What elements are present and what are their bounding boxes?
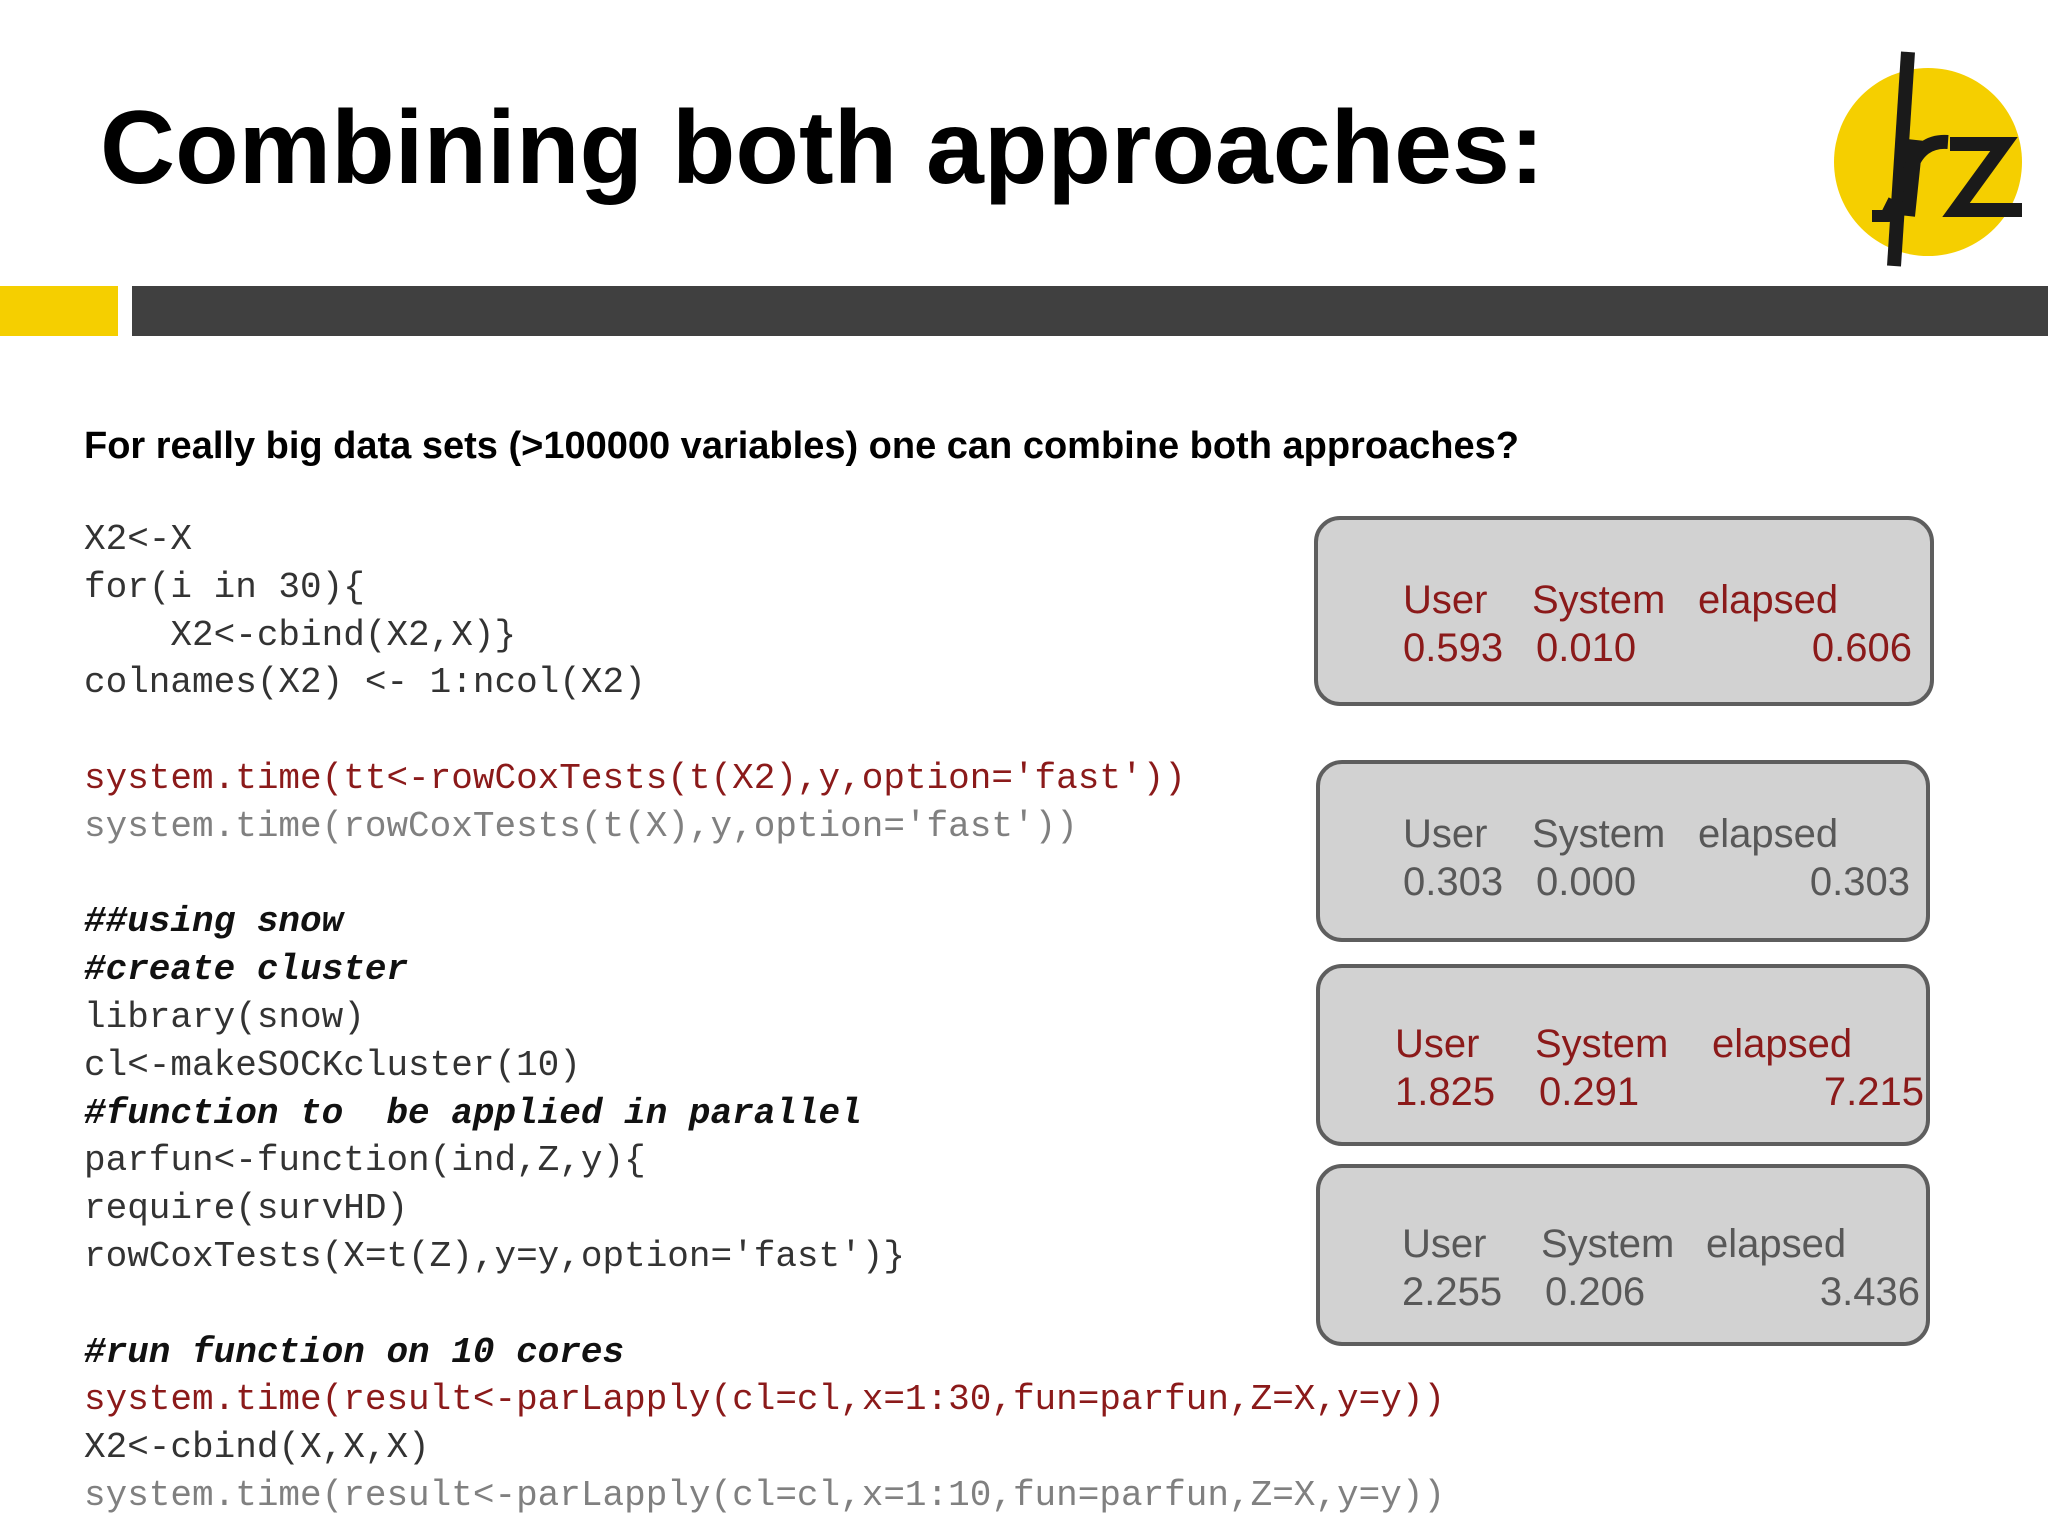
code-line: system.time(rowCoxTests(t(X),y,option='f… xyxy=(84,805,1078,847)
elapsed-header: elapsed xyxy=(1698,578,1839,622)
user-value: 0.593 xyxy=(1403,626,1504,670)
code-line: colnames(X2) <- 1:ncol(X2) xyxy=(84,662,646,704)
code-comment-line: #run function on 10 cores xyxy=(84,1331,625,1373)
intro-text: For really big data sets (>100000 variab… xyxy=(84,425,1520,467)
system-value: 0.010 xyxy=(1536,626,1637,670)
elapsed-value: 3.436 xyxy=(1819,1270,1920,1314)
code-line: system.time(result<-parLapply(cl=cl,x=1:… xyxy=(84,1474,1446,1516)
code-blank-line xyxy=(84,1281,1445,1329)
timing-box-2: User System elapsed 0.303 0.000 0.303 xyxy=(1316,760,1930,942)
user-header: User xyxy=(1395,1022,1480,1066)
system-header: System xyxy=(1532,812,1666,856)
timing-box-1: User System elapsed 0.593 0.010 0.606 xyxy=(1314,516,1934,706)
code-comment-line: ##using snow xyxy=(84,901,344,943)
system-value: 0.291 xyxy=(1539,1070,1640,1114)
system-value: 0.000 xyxy=(1536,860,1637,904)
user-header: User xyxy=(1403,812,1488,856)
code-blank-line xyxy=(84,851,1445,899)
lrz-logo xyxy=(1834,51,2022,267)
code-comment-line: #function to be applied in parallel xyxy=(84,1092,862,1134)
user-header: User xyxy=(1403,578,1488,622)
system-value: 0.206 xyxy=(1545,1270,1646,1314)
user-value: 0.303 xyxy=(1403,860,1504,904)
header-divider-bar xyxy=(132,286,2048,336)
code-line: cl<-makeSOCKcluster(10) xyxy=(84,1044,581,1086)
elapsed-value: 7.215 xyxy=(1823,1070,1924,1114)
code-listing: X2<-X for(i in 30){ X2<-cbind(X2,X)} colna… xyxy=(84,516,1445,1520)
timing-box-3: User System elapsed 1.825 0.291 7.215 xyxy=(1316,964,1930,1146)
user-value: 1.825 xyxy=(1395,1070,1496,1114)
code-comment-line: #create cluster xyxy=(84,949,409,991)
elapsed-value: 0.303 xyxy=(1809,860,1910,904)
code-line: rowCoxTests(X=t(Z),y=y,option='fast')} xyxy=(84,1235,905,1277)
elapsed-value: 0.606 xyxy=(1811,626,1912,670)
header-accent-bar xyxy=(0,286,118,336)
slide-title: Combining both approaches: xyxy=(100,90,1545,206)
user-header: User xyxy=(1402,1222,1487,1266)
code-line: library(snow) xyxy=(84,996,365,1038)
code-line: X2<-X xyxy=(84,519,193,560)
system-header: System xyxy=(1541,1222,1675,1266)
elapsed-header: elapsed xyxy=(1698,812,1839,856)
system-header: System xyxy=(1532,578,1666,622)
elapsed-header: elapsed xyxy=(1712,1022,1853,1066)
code-line: parfun<-function(ind,Z,y){ xyxy=(84,1140,646,1182)
elapsed-header: elapsed xyxy=(1706,1222,1847,1266)
code-line: require(survHD) xyxy=(84,1188,409,1230)
code-blank-line xyxy=(84,707,1445,755)
system-header: System xyxy=(1535,1022,1669,1066)
code-line: system.time(tt<-rowCoxTests(t(X2),y,opti… xyxy=(84,757,1186,799)
code-line: X2<-cbind(X2,X)} xyxy=(84,614,517,656)
user-value: 2.255 xyxy=(1402,1270,1503,1314)
timing-box-4: User System elapsed 2.255 0.206 3.436 xyxy=(1316,1164,1930,1346)
code-line: X2<-cbind(X,X,X) xyxy=(84,1427,430,1469)
code-line: system.time(result<-parLapply(cl=cl,x=1:… xyxy=(84,1379,1446,1421)
code-line: for(i in 30){ xyxy=(84,566,365,608)
